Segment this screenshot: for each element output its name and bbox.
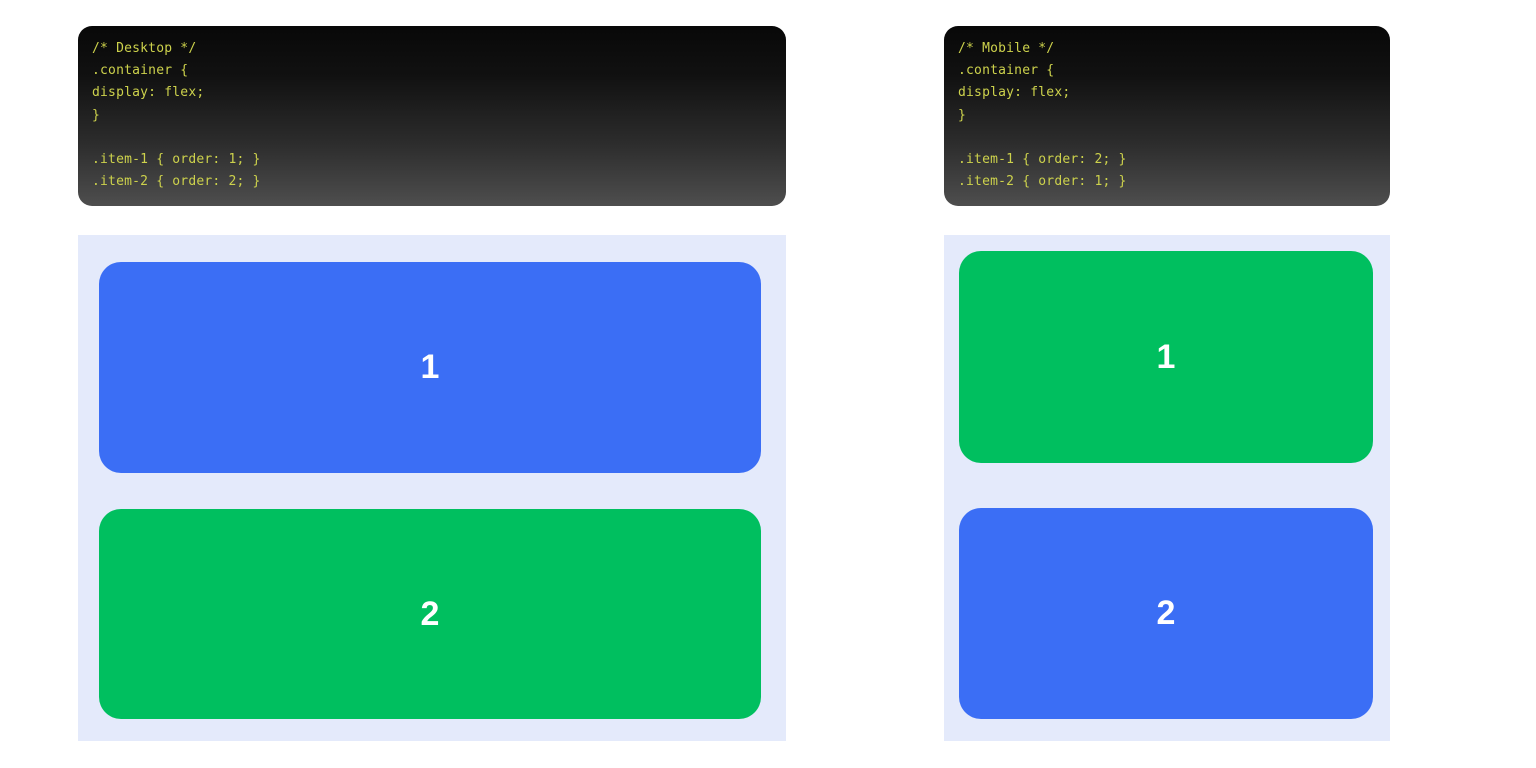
- code-line-rule-item-2: .item-2 { order: 2; }: [92, 174, 261, 190]
- code-line-close-brace: }: [958, 107, 967, 123]
- desktop-flex-item-first[interactable]: 1: [99, 262, 761, 473]
- mobile-code-panel: /* Mobile */ .container { display: flex;…: [944, 26, 1390, 206]
- code-line-declaration: display: flex;: [958, 85, 1071, 101]
- code-line-close-brace: }: [92, 107, 101, 123]
- desktop-code-panel: /* Desktop */ .container { display: flex…: [78, 26, 786, 206]
- desktop-column: /* Desktop */ .container { display: flex…: [78, 0, 786, 768]
- mobile-flex-item-second[interactable]: 2: [959, 508, 1373, 719]
- code-line-rule-item-1: .item-1 { order: 2; }: [958, 152, 1127, 167]
- mobile-flex-inner: 1 2: [959, 251, 1373, 719]
- code-line-blank: [958, 127, 1376, 149]
- desktop-flex-item-second[interactable]: 2: [99, 509, 761, 719]
- code-line-comment: /* Desktop */: [92, 41, 197, 56]
- code-line-rule-item-2: .item-2 { order: 1; }: [958, 174, 1127, 190]
- mobile-column: /* Mobile */ .container { display: flex;…: [944, 0, 1390, 768]
- mobile-flex-container: 1 2: [944, 235, 1390, 741]
- desktop-flex-container: 1 2: [78, 235, 786, 741]
- code-line-selector: .container {: [958, 63, 1055, 79]
- code-line-selector: .container {: [92, 63, 189, 79]
- mobile-flex-item-first[interactable]: 1: [959, 251, 1373, 463]
- desktop-flex-inner: 1 2: [99, 262, 761, 719]
- mobile-flex-gap: [959, 463, 1373, 508]
- code-line-comment: /* Mobile */: [958, 41, 1055, 56]
- code-line-declaration: display: flex;: [92, 85, 205, 101]
- code-line-blank: [92, 127, 772, 149]
- desktop-flex-gap: [99, 473, 760, 509]
- code-line-rule-item-1: .item-1 { order: 1; }: [92, 152, 261, 167]
